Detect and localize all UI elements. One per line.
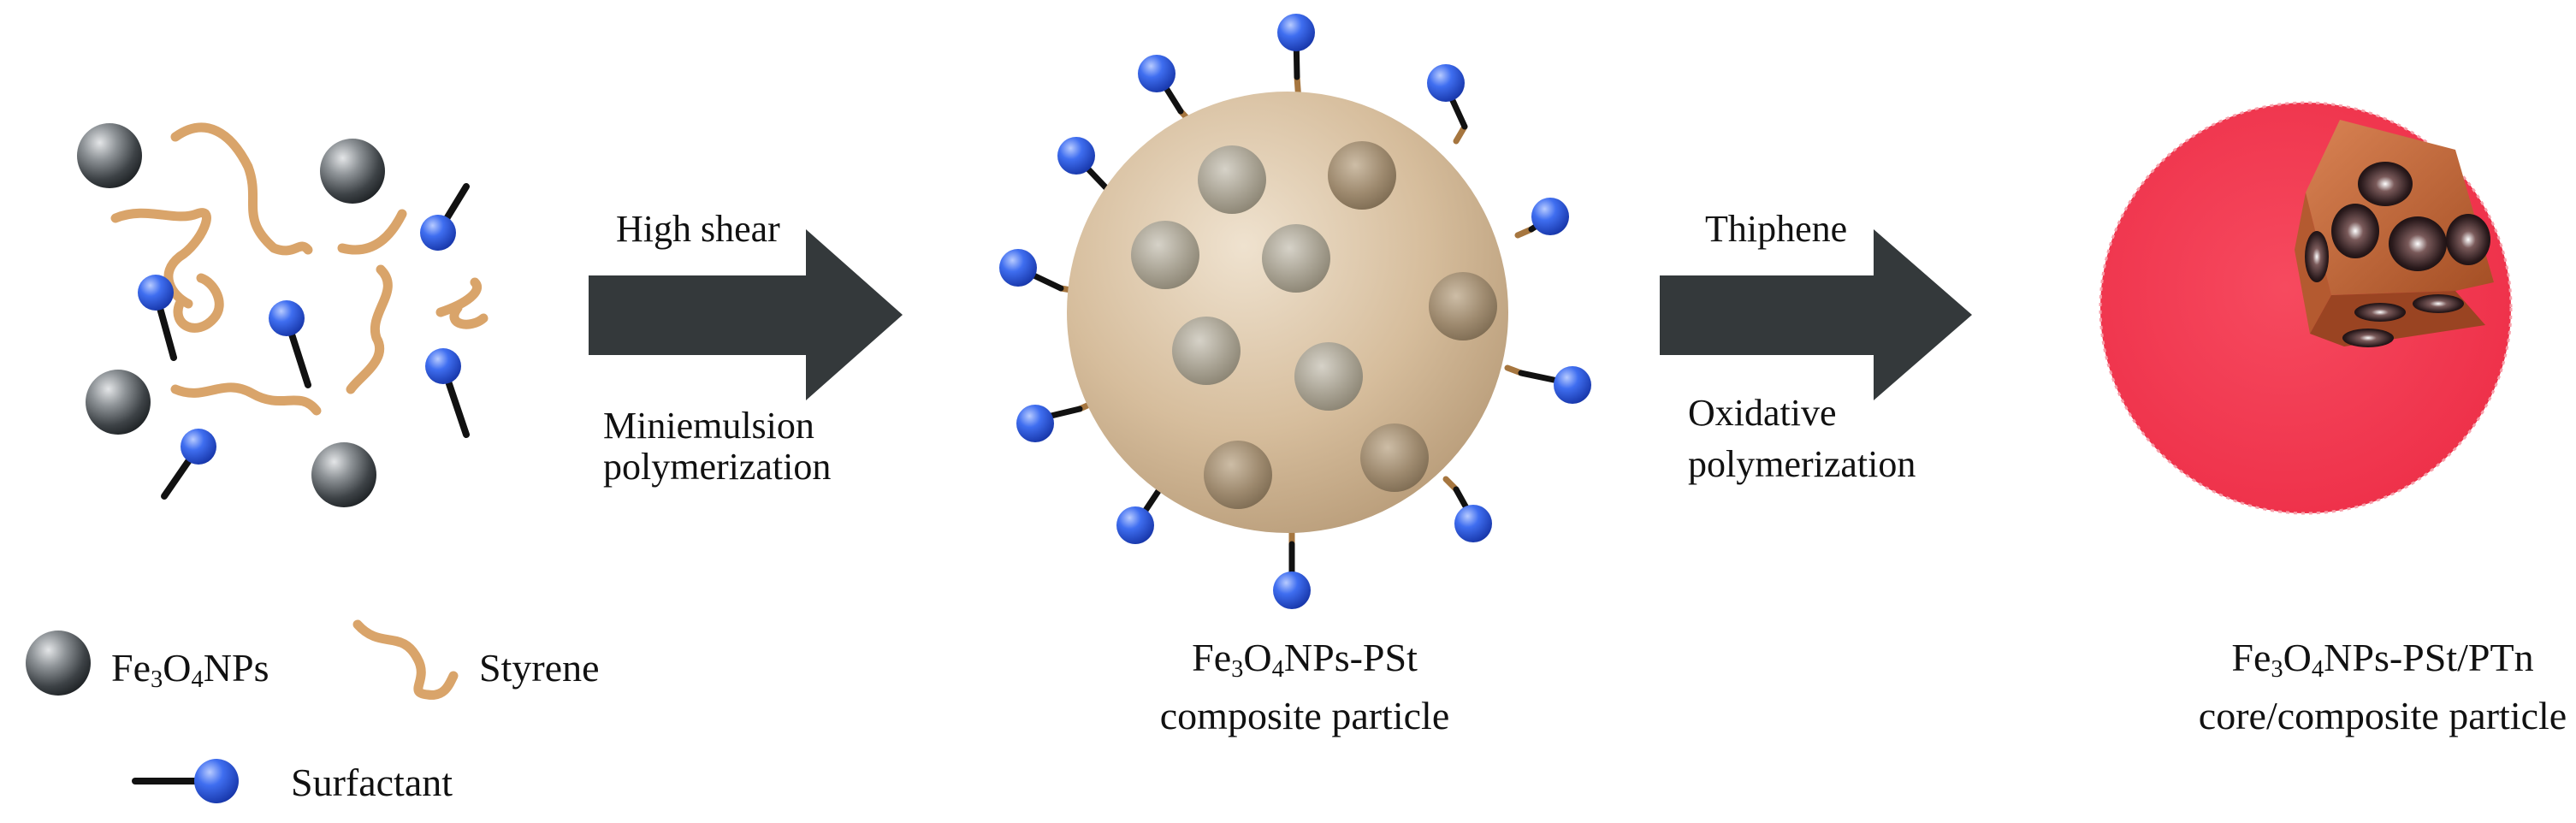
reactant-mixture — [77, 122, 489, 507]
process-arrow-icon — [1660, 229, 1972, 400]
middle-product-line2: composite particle — [1159, 694, 1450, 737]
core-np — [2331, 204, 2379, 258]
surfactant-heads — [138, 215, 461, 465]
embedded-nanoparticles — [1131, 141, 1497, 509]
nanoparticle-icon — [320, 139, 385, 204]
step1-bottom-line2: polymerization — [603, 446, 832, 488]
embedded-np — [1429, 272, 1497, 340]
step1-bottom-line1: Miniemulsion — [603, 405, 814, 447]
step1-top-label: High shear — [616, 208, 780, 250]
composite-shell — [1067, 92, 1508, 533]
surfactant-icon — [138, 275, 174, 311]
surfactant-icon — [1427, 64, 1465, 102]
embedded-np — [1328, 141, 1396, 210]
legend-graphics — [26, 619, 459, 803]
surfactant-icon — [420, 215, 456, 251]
nanoparticles — [77, 123, 385, 507]
step2-bottom-line2: polymerization — [1688, 443, 1916, 485]
embedded-np — [1172, 317, 1241, 385]
surfactant-icon — [1016, 405, 1054, 442]
styrene-chain-icon — [346, 264, 393, 394]
surfactant-icon — [1116, 506, 1154, 544]
styrene-chain-icon — [337, 209, 407, 255]
surfactant-icon — [1273, 571, 1311, 609]
cutaway-wedge — [2306, 120, 2494, 295]
surfactant-icon — [194, 759, 239, 803]
embedded-np — [1131, 221, 1199, 289]
core-np — [2413, 294, 2464, 313]
core-np — [2358, 162, 2413, 206]
nanoparticle-icon — [77, 123, 142, 188]
styrene-chains — [110, 122, 489, 416]
styrene-chain-icon — [352, 619, 459, 700]
core-np — [2354, 303, 2406, 322]
step2-bottom-line1: Oxidative — [1688, 392, 1837, 434]
surfactant-icon — [269, 300, 305, 336]
embedded-np — [1204, 441, 1272, 509]
surfactant-icon — [1454, 505, 1492, 542]
right-product-line2: core/composite particle — [2198, 694, 2567, 737]
embedded-np — [1262, 224, 1330, 293]
legend-np-label: Fe3O4NPs — [111, 646, 269, 694]
surfactant-icon — [1138, 55, 1175, 92]
composite-surfactant-heads — [999, 14, 1591, 609]
process-arrow-icon — [589, 229, 903, 400]
surfactant-icon — [425, 348, 461, 384]
cutaway-cores — [2305, 162, 2490, 347]
surfactant-icon — [1057, 137, 1095, 175]
middle-product-line1: Fe3O4NPs-PSt — [1192, 636, 1418, 684]
right-product-line1: Fe3O4NPs-PSt/PTn — [2231, 636, 2534, 684]
composite-particle — [999, 14, 1591, 609]
surfactant-icon — [1531, 198, 1569, 235]
surfactant-icon — [181, 429, 216, 465]
surfactant-icon — [1277, 14, 1315, 51]
embedded-np — [1360, 423, 1429, 492]
embedded-np — [1294, 342, 1363, 411]
core-np — [2305, 231, 2329, 282]
styrene-chain-icon — [435, 277, 489, 329]
nanoparticle-icon — [86, 370, 151, 435]
core-np — [2446, 214, 2490, 265]
legend-styrene-label: Styrene — [479, 646, 600, 690]
surfactant-icon — [999, 249, 1037, 287]
surfactant-icon — [1554, 366, 1591, 404]
styrene-chain-icon — [170, 122, 313, 256]
nanoparticle-icon — [311, 442, 376, 507]
step2-top-label: Thiphene — [1705, 208, 1848, 250]
styrene-chain-icon — [173, 273, 224, 333]
core-np — [2342, 329, 2394, 347]
embedded-np — [1198, 145, 1266, 214]
styrene-chain-icon — [170, 382, 322, 416]
nanoparticle-icon — [26, 631, 91, 696]
legend-surfactant-label: Surfactant — [291, 761, 453, 804]
core-composite-particle — [2099, 101, 2513, 515]
core-np — [2389, 216, 2447, 271]
